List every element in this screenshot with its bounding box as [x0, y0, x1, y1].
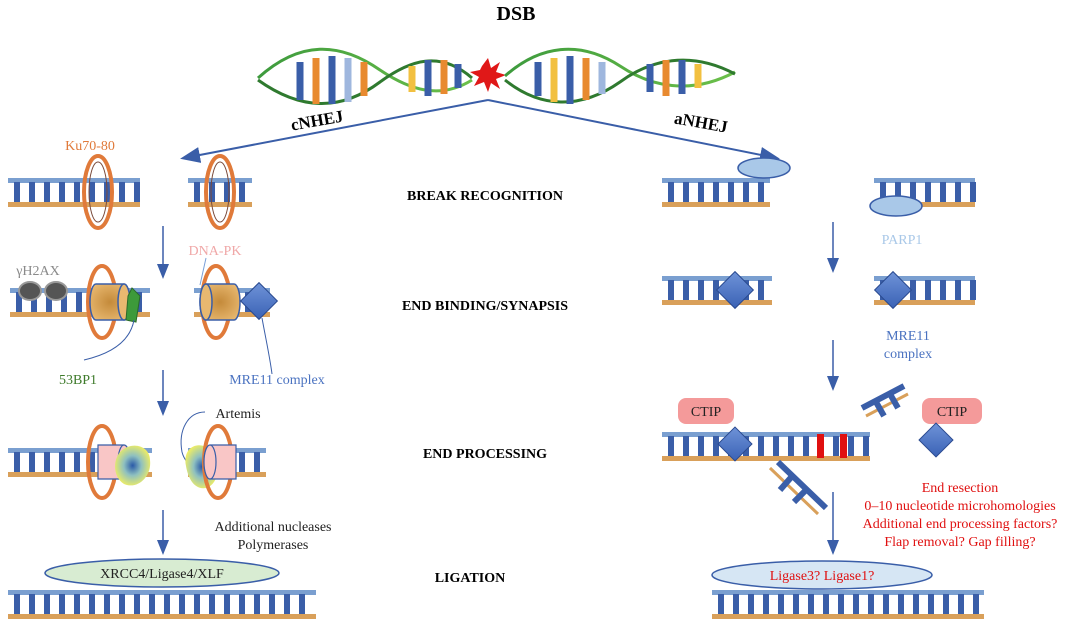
label-mre11-right-1: MRE11 — [886, 329, 930, 344]
arrow-to-anhej — [487, 99, 780, 163]
microhomology-bases — [817, 434, 847, 458]
dna-right-recognition-a — [662, 178, 770, 207]
ctip-mre11-diamond-1 — [717, 426, 753, 462]
dna-helix-right — [504, 47, 736, 104]
processing-complex-right — [185, 424, 237, 500]
label-gamma-h2ax: γH2AX — [15, 264, 60, 279]
ctip-right — [922, 398, 982, 424]
dna-left-recognition-a — [8, 178, 140, 207]
dna-left-recognition-b — [188, 178, 252, 207]
ligase-complex — [711, 560, 933, 590]
dna-pk-pointer — [199, 257, 207, 286]
title: DSB — [497, 3, 536, 25]
bp53-pointer — [83, 319, 135, 361]
label-artemis: Artemis — [215, 407, 260, 422]
stage-end-processing: END PROCESSING — [423, 447, 547, 462]
flap-overhang — [860, 383, 909, 418]
label-ku70-80: Ku70-80 — [65, 139, 115, 154]
stage-break-recognition: BREAK RECOGNITION — [407, 189, 563, 204]
note-end-resection: End resection — [922, 481, 999, 496]
xrcc4-complex — [44, 558, 280, 588]
dna-left-ligation — [8, 590, 316, 619]
label-xrcc4: XRCC4/Ligase4/XLF — [100, 567, 224, 582]
resected-overhang — [768, 459, 829, 516]
mre11-diamond-1 — [715, 270, 755, 310]
label-mre11-right-2: complex — [884, 347, 932, 362]
processing-complex-left — [86, 424, 151, 500]
ku-dnapk-complex-left — [86, 264, 141, 340]
ku-dnapk-complex-right — [199, 264, 279, 340]
label-ctip-left: CTIP — [691, 405, 722, 420]
dna-helix-left — [256, 47, 473, 105]
pathway-label-cnhej: cNHEJ — [289, 107, 345, 135]
label-additional-nucleases: Additional nucleases — [214, 520, 331, 535]
pathway-label-anhej: aNHEJ — [673, 109, 730, 137]
label-ligase: Ligase3? Ligase1? — [770, 569, 875, 584]
ctip-left — [678, 398, 734, 424]
mre11-pointer-left — [261, 317, 273, 375]
label-53bp1: 53BP1 — [59, 373, 97, 388]
h2ax-nucleosome-1 — [18, 281, 42, 301]
dna-right-ligation — [712, 590, 984, 619]
note-end-processing-factors: Additional end processing factors? — [863, 517, 1058, 532]
label-dna-pk: DNA-PK — [189, 244, 242, 259]
mre11-diamond-2 — [873, 270, 913, 310]
dna-right-recognition-b — [874, 178, 976, 207]
ku-ring-2 — [204, 154, 236, 230]
dna-right-processing — [662, 432, 870, 461]
ku-ring-1 — [82, 154, 114, 230]
h2ax-nucleosome-2 — [44, 281, 68, 301]
label-parp1: PARP1 — [882, 233, 923, 248]
stage-ligation: LIGATION — [435, 571, 506, 586]
note-microhomologies: 0–10 nucleotide microhomologies — [864, 499, 1055, 514]
ctip-mre11-diamond-2 — [918, 422, 954, 458]
parp1-top — [737, 157, 791, 179]
note-flap-removal: Flap removal? Gap filling? — [884, 535, 1035, 550]
arrow-to-cnhej — [180, 99, 489, 163]
parp1-bottom — [869, 195, 923, 217]
label-ctip-right: CTIP — [937, 405, 968, 420]
break-burst-icon — [470, 58, 506, 92]
label-mre11-left: MRE11 complex — [229, 373, 325, 388]
stage-end-binding: END BINDING/SYNAPSIS — [402, 299, 568, 314]
label-polymerases: Polymerases — [238, 538, 309, 553]
